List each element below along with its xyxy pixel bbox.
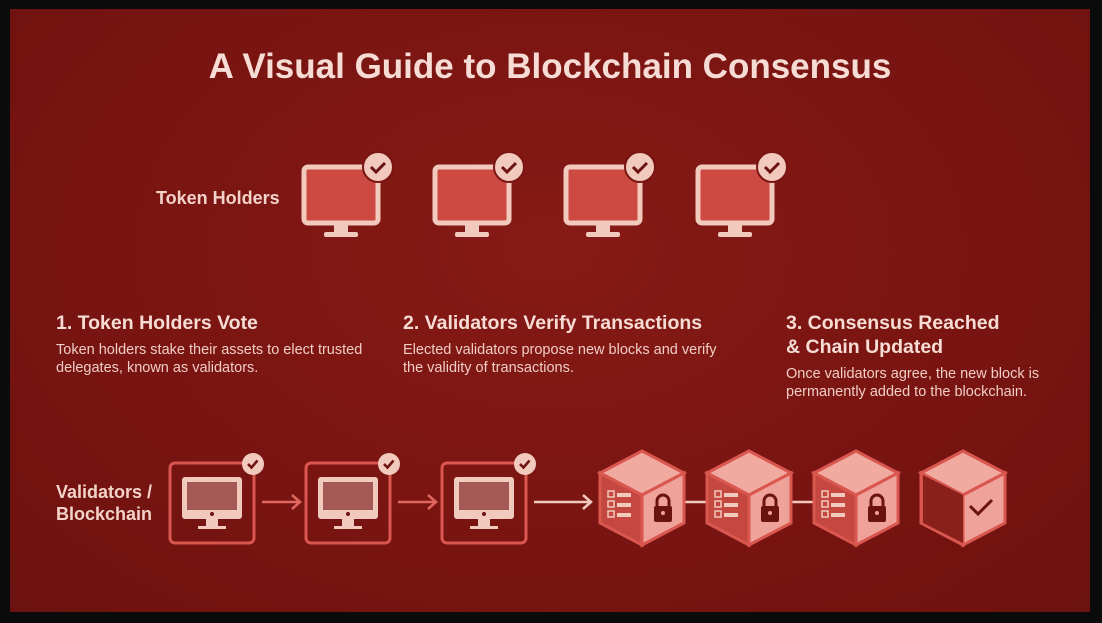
token-holder-monitor-icon-3	[566, 152, 655, 237]
slide: A Visual Guide to Blockchain Consensus T…	[10, 9, 1090, 612]
token-holder-monitor-icon-2	[435, 152, 524, 237]
validators-label-line2: Blockchain	[56, 504, 153, 524]
step-2-text: Elected validators propose new blocks an…	[403, 342, 717, 376]
validators-label-line1: Validators /	[56, 482, 153, 502]
token-holder-monitor-icon-4	[698, 152, 787, 237]
diagram-icons	[168, 9, 1007, 547]
page-title: A Visual Guide to Blockchain Consensus	[208, 47, 892, 86]
block-icon-2	[705, 449, 793, 547]
step-3: 3. Consensus Reached& Chain Updated Once…	[786, 311, 1076, 401]
validator-monitor-icon-3	[440, 451, 538, 545]
block-icon-3	[812, 449, 900, 547]
token-holder-monitor-icon-1	[304, 152, 393, 237]
step-3-title-line1: 3. Consensus Reached	[786, 312, 1000, 334]
step-3-title: 3. Consensus Reached& Chain Updated	[786, 311, 1076, 359]
step-3-title-line2: & Chain Updated	[786, 336, 944, 358]
step-1-title: 1. Token Holders Vote	[56, 312, 258, 334]
step-1-text: Token holders stake their assets to elec…	[56, 342, 363, 376]
step-1: 1. Token Holders Vote Token holders stak…	[56, 311, 376, 377]
step-2: 2. Validators Verify Transactions Electe…	[403, 311, 733, 377]
validators-label: Validators / Blockchain	[56, 481, 152, 525]
validator-monitor-icon-2	[304, 451, 402, 545]
arrow-icons	[262, 494, 815, 510]
block-icon-1	[598, 449, 686, 547]
validator-monitor-icon-1	[168, 451, 266, 545]
new-block-check-icon	[919, 449, 1007, 547]
token-holders-label: Token Holders	[156, 188, 280, 208]
step-2-title: 2. Validators Verify Transactions	[403, 312, 703, 334]
step-3-text: Once validators agree, the new block is …	[786, 366, 1040, 400]
